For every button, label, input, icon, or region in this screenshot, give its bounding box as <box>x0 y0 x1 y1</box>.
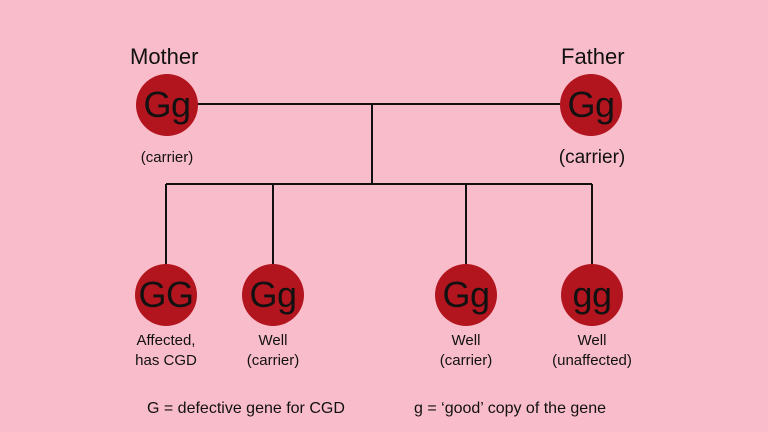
mother-node: Gg <box>136 74 198 136</box>
child-3-status-line1: Well <box>451 332 481 349</box>
child-3-status: Well (carrier) <box>416 331 516 371</box>
child-1-status-line1: Affected, <box>136 332 196 349</box>
child-2-genotype: Gg <box>249 274 297 315</box>
child-2-status-line1: Well <box>258 332 288 349</box>
father-label: Father <box>561 44 625 69</box>
mother-label: Mother <box>130 44 199 69</box>
legend-good-gene: g = ‘good’ copy of the gene <box>414 400 606 417</box>
legend-defective-gene: G = defective gene for CGD <box>147 400 345 417</box>
child-3-status-line2: (carrier) <box>439 352 493 369</box>
child-2-status: Well (carrier) <box>223 331 323 371</box>
child-2-status-line2: (carrier) <box>246 352 300 369</box>
child-4-status: Well (unaffected) <box>532 331 652 371</box>
child-node-2: Gg <box>242 264 304 326</box>
child-node-1: GG <box>135 264 197 326</box>
father-status: (carrier) <box>558 147 626 168</box>
father-genotype: Gg <box>567 84 615 125</box>
child-1-status: Affected, has CGD <box>106 331 226 371</box>
child-1-status-line2: has CGD <box>135 352 197 369</box>
child-node-4: gg <box>561 264 623 326</box>
father-node: Gg <box>560 74 622 136</box>
mother-genotype: Gg <box>143 84 191 125</box>
child-4-status-line2: (unaffected) <box>552 352 632 369</box>
child-4-genotype: gg <box>572 274 612 315</box>
child-1-genotype: GG <box>138 274 194 315</box>
child-4-status-line1: Well <box>577 332 607 349</box>
child-3-genotype: Gg <box>442 274 490 315</box>
child-node-3: Gg <box>435 264 497 326</box>
mother-status: (carrier) <box>140 149 194 166</box>
